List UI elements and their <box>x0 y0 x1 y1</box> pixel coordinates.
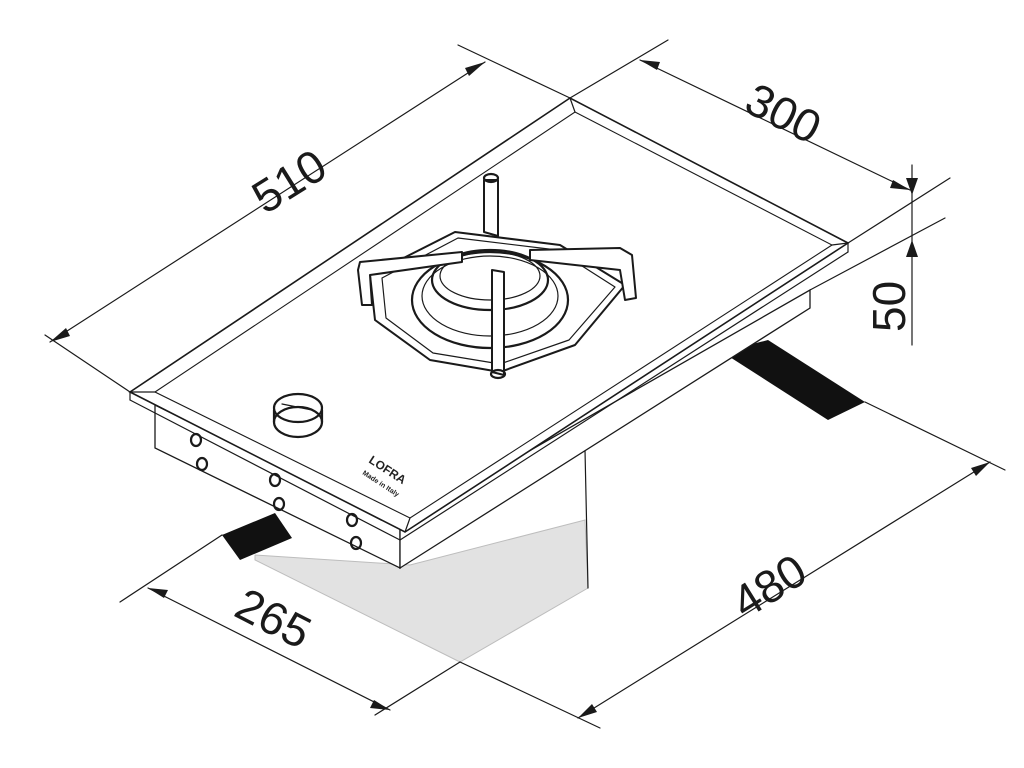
control-knob[interactable] <box>272 392 324 439</box>
dimension-height <box>809 164 946 346</box>
support-bar-back <box>722 340 865 420</box>
dimension-cutout-width <box>119 534 461 716</box>
dimension-height-label: 50 <box>863 281 915 332</box>
dimension-length <box>44 44 571 393</box>
dimension-cutout-length-label: 480 <box>723 544 816 629</box>
dimension-width-label: 300 <box>737 73 829 154</box>
hob-right-side <box>399 288 811 570</box>
cabinet-edge <box>584 449 589 589</box>
burner-assembly <box>357 172 637 380</box>
side-screws <box>189 432 363 551</box>
support-bar-front <box>222 513 292 560</box>
dimension-cutout-length <box>459 401 1006 729</box>
dimension-width <box>569 39 951 244</box>
dimension-cutout-width-label: 265 <box>227 578 319 659</box>
dimension-length-label: 510 <box>243 139 336 224</box>
